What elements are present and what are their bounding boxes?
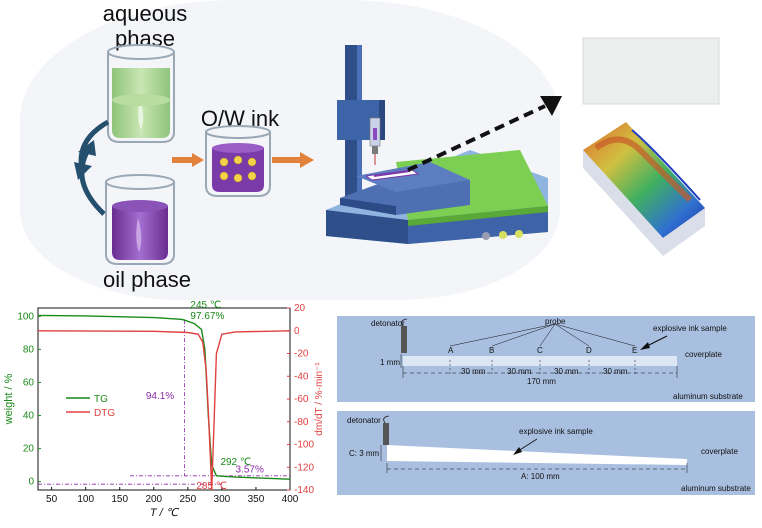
detonator-label: detonator (371, 319, 405, 328)
substrate-label: aluminum substrate (673, 392, 743, 401)
aqueous-beaker-icon (107, 44, 175, 143)
annotation-3.57: 3.57% (236, 465, 264, 476)
x-tick-label: 400 (282, 494, 299, 505)
mixing-arrow-icon (74, 119, 110, 216)
probe-point-d: D (586, 346, 592, 355)
y-left-tick-label: 20 (23, 444, 35, 455)
probe-label: probe (545, 317, 566, 326)
ink-beaker-icon (205, 125, 271, 197)
x-tick-label: 250 (179, 494, 196, 505)
oil-beaker-icon (105, 174, 175, 265)
y-left-tick-label: 100 (17, 311, 34, 322)
y-right-axis-label: dm/dT / %·min⁻¹ (314, 362, 325, 436)
explosive-sample-label: explosive ink sample (653, 324, 727, 333)
y-left-tick-label: 0 (28, 477, 34, 488)
thickness-label: C: 3 mm (349, 449, 380, 458)
x-tick-label: 300 (214, 494, 231, 505)
series-line-tg (37, 314, 291, 480)
probe-point-e: E (632, 346, 638, 355)
detonation-test-panel-2: detonator explosive ink sample coverplat… (337, 411, 755, 495)
schematic-panel: aqueous phase O/W ink oil phase (20, 0, 720, 300)
x-tick-label: 200 (145, 494, 162, 505)
total-length-label: 170 mm (527, 377, 556, 386)
wedge-sample (387, 445, 687, 465)
y-left-tick-label: 40 (23, 411, 35, 422)
probe-point-a: A (448, 346, 454, 355)
y-right-tick-label: -80 (294, 417, 309, 428)
annotation-245c: 245 ℃ (190, 300, 221, 311)
y-right-tick-label: 0 (294, 326, 300, 337)
detonator-icon (401, 326, 407, 353)
coverplate-label: coverplate (701, 447, 738, 456)
annotation-97.67: 97.67% (190, 311, 224, 322)
3d-printer-icon (326, 45, 548, 244)
x-tick-label: 50 (46, 494, 58, 505)
aqueous-phase-label-1: aqueous (102, 1, 188, 26)
dashed-arrow-icon (407, 96, 562, 172)
x-axis-label: T / ℃ (150, 507, 180, 519)
y-right-tick-label: 20 (294, 303, 306, 314)
x-tick-label: 100 (77, 494, 94, 505)
length-label: A: 100 mm (521, 472, 560, 481)
annotation-285c: 285 ℃ (196, 481, 227, 492)
y-left-axis-label: weight / % (3, 373, 15, 425)
surface-profile-3d-plot (583, 122, 705, 256)
ink-film-photo (582, 37, 720, 105)
explosive-sample-label: explosive ink sample (519, 427, 593, 436)
x-tick-label: 150 (111, 494, 128, 505)
y-left-tick-label: 80 (23, 344, 35, 355)
probe-point-c: C (537, 346, 543, 355)
orange-arrow-icon (172, 153, 204, 167)
x-tick-label: 350 (248, 494, 265, 505)
segment-de-label: 30 mm (603, 367, 628, 376)
legend-label-dtg: DTG (94, 408, 115, 419)
detonation-test-panel-1: detonator probe explosive ink sample cov… (337, 316, 755, 402)
detonator-icon (383, 423, 389, 445)
legend-label-tg: TG (94, 394, 108, 405)
segment-ab-label: 30 mm (461, 367, 486, 376)
y-right-tick-label: -100 (294, 440, 314, 451)
y-left-tick-label: 60 (23, 377, 35, 388)
y-right-tick-label: -120 (294, 462, 314, 473)
thickness-label: 1 mm (380, 358, 400, 367)
annotation-292c: 292 ℃ (220, 457, 251, 468)
y-right-tick-label: -60 (294, 394, 309, 405)
probe-point-b: B (489, 346, 495, 355)
y-right-tick-label: -40 (294, 371, 309, 382)
substrate-label: aluminum substrate (681, 484, 751, 493)
y-right-tick-label: -140 (294, 485, 314, 496)
segment-bc-label: 30 mm (507, 367, 532, 376)
annotation-94.1: 94.1% (146, 391, 174, 402)
detonator-label: detonator (347, 416, 381, 425)
series-line-dtg (37, 330, 291, 491)
oil-phase-label: oil phase (102, 267, 192, 292)
coverplate-label: coverplate (685, 350, 722, 359)
segment-cd-label: 30 mm (554, 367, 579, 376)
y-right-tick-label: -20 (294, 349, 309, 360)
orange-arrow-icon (272, 152, 314, 168)
